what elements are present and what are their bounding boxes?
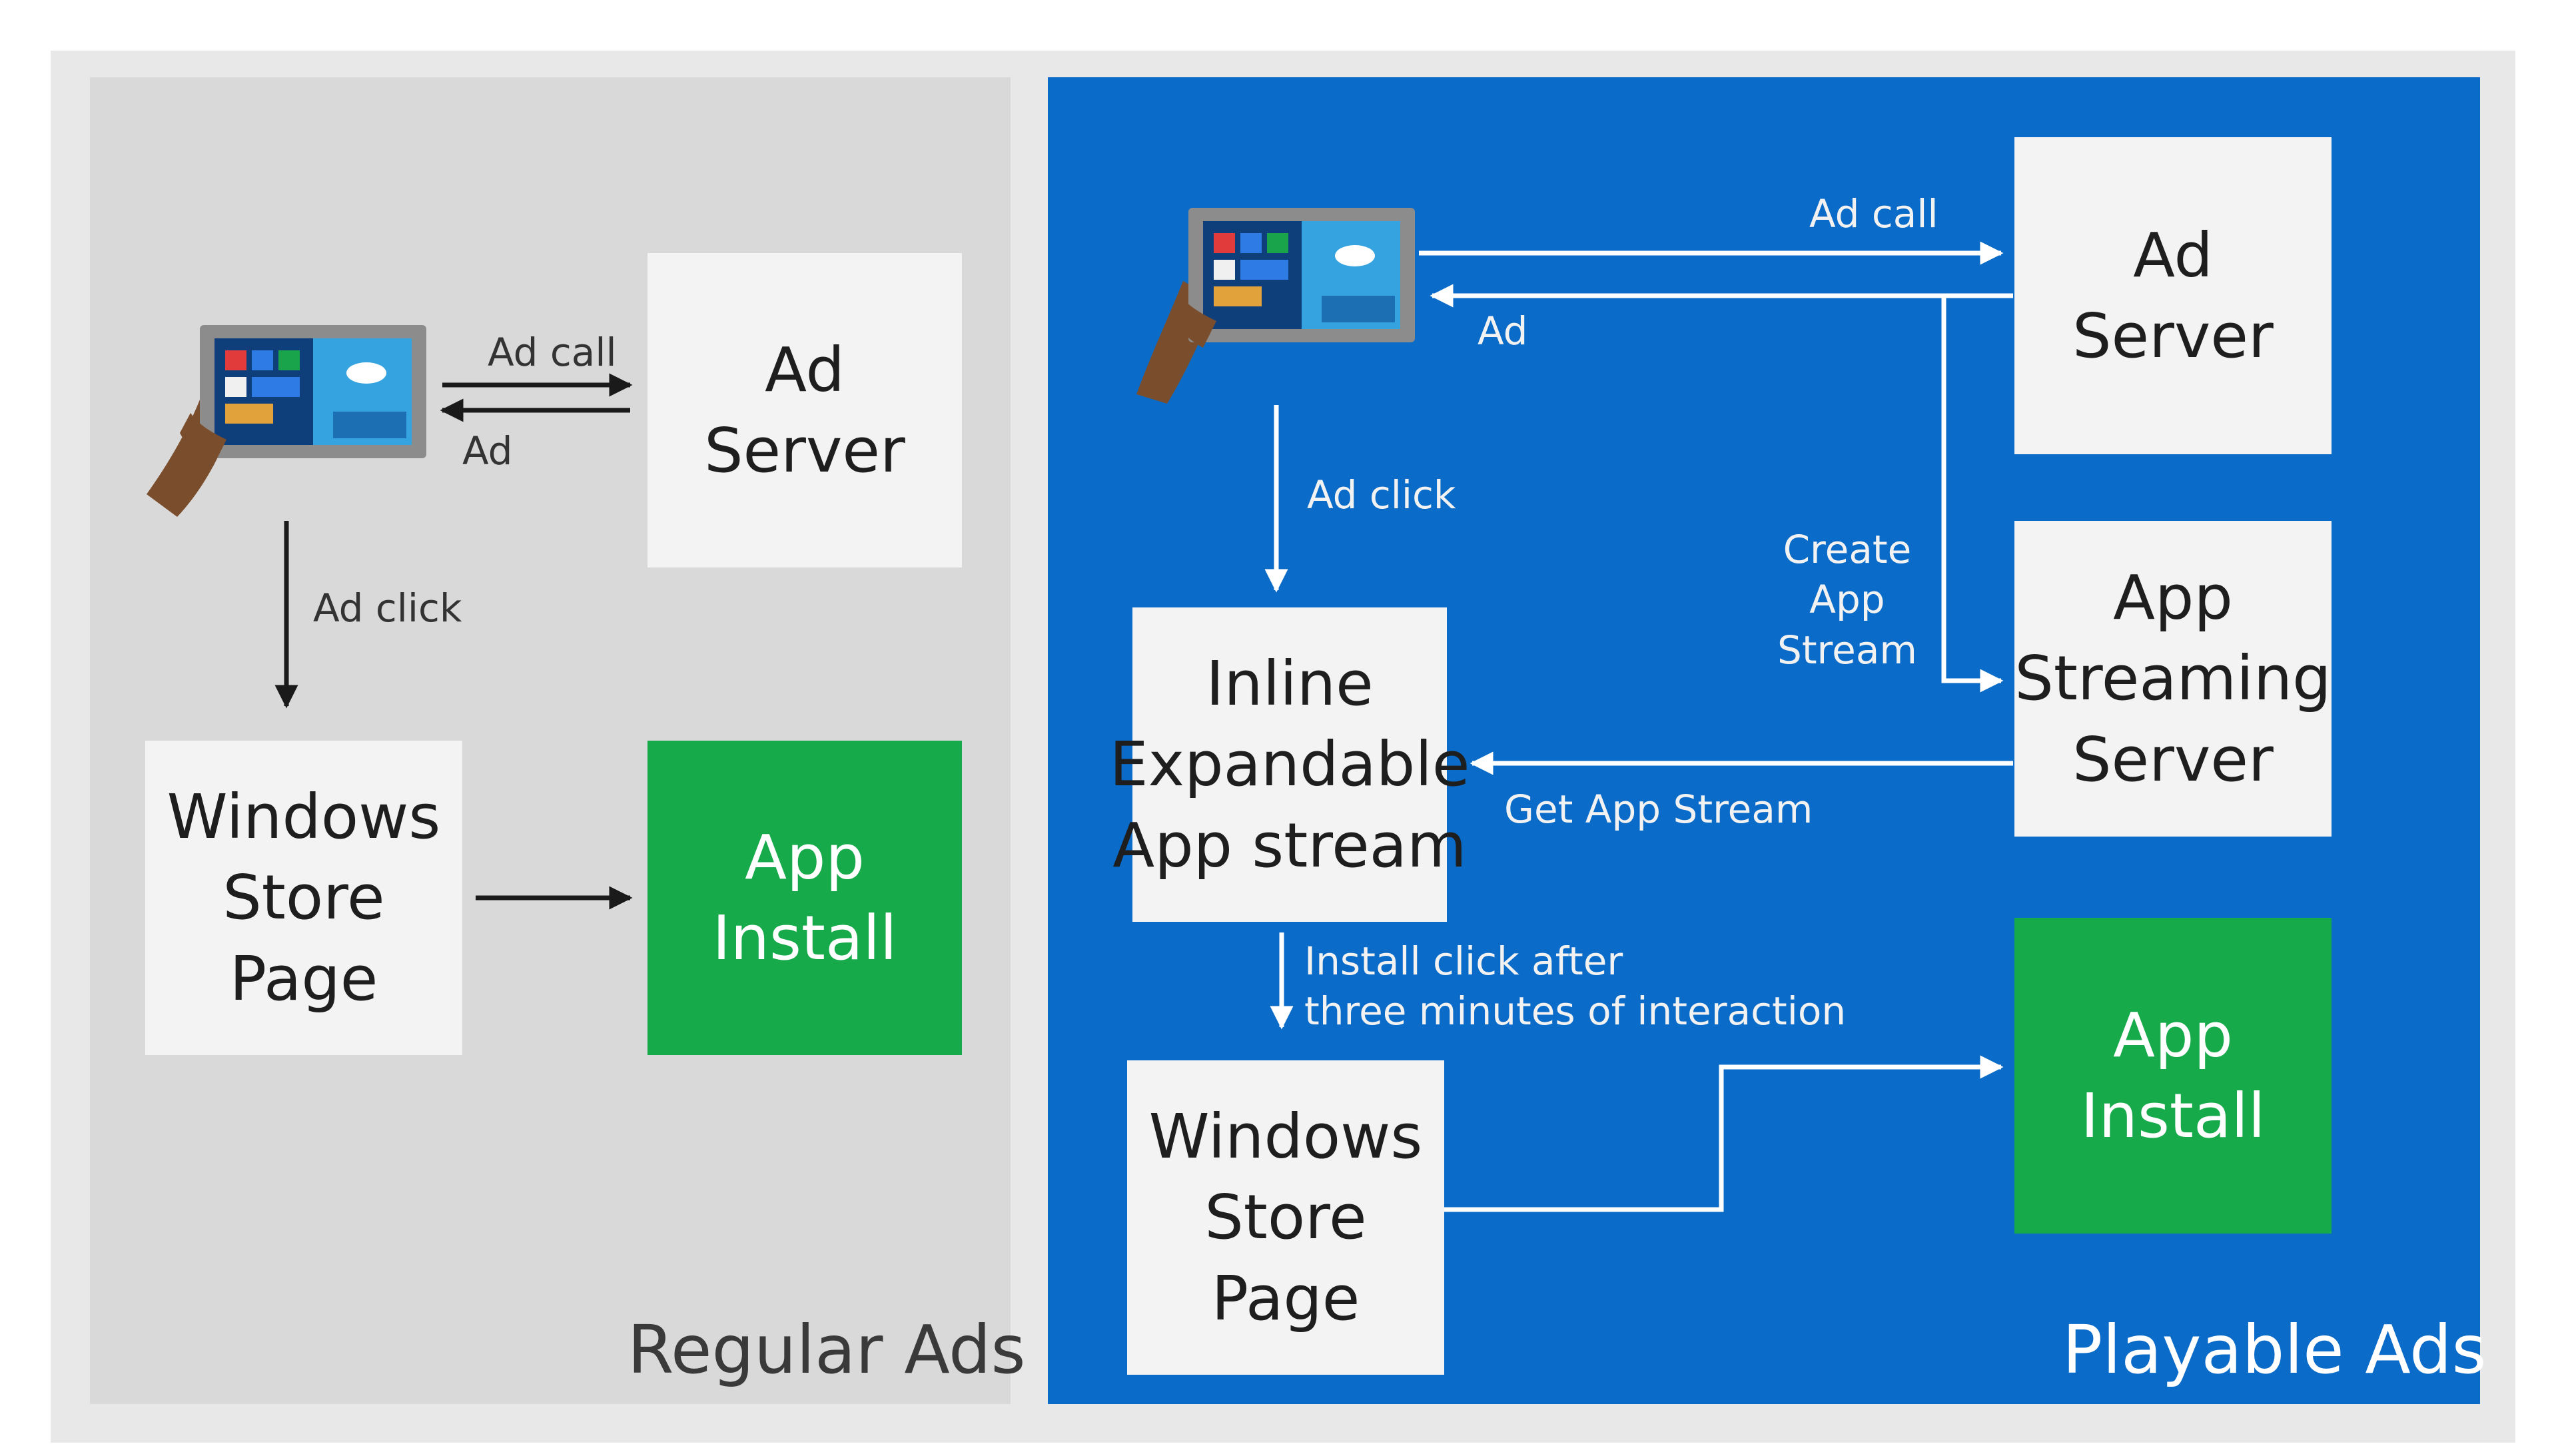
regular-ad-call-label: Ad call — [488, 330, 617, 375]
playable-ad-server-box: Ad Server — [2014, 137, 2332, 454]
regular-ad-label: Ad — [462, 428, 513, 474]
regular-store-page-box: Windows Store Page — [145, 741, 462, 1055]
playable-ad-label: Ad — [1478, 308, 1528, 354]
playable-ad-call-label: Ad call — [1809, 191, 1938, 236]
store-to-install-arrow — [1444, 1055, 2004, 1212]
tablet-in-hand-icon — [147, 325, 426, 517]
app-streaming-server-box: App Streaming Server — [2014, 521, 2332, 837]
playable-ads-title: Playable Ads — [2062, 1311, 2487, 1389]
playable-app-install-box: App Install — [2014, 918, 2332, 1234]
regular-ad-server-box: Ad Server — [647, 253, 962, 567]
get-app-stream-label: Get App Stream — [1504, 787, 1813, 832]
regular-ads-title: Regular Ads — [628, 1311, 1026, 1389]
install-click-label: Install click after three minutes of int… — [1304, 938, 1847, 1034]
playable-ad-click-label: Ad click — [1307, 472, 1456, 518]
create-app-stream-arrow — [1941, 296, 2004, 693]
create-app-stream-label: Create App Stream — [1777, 527, 1917, 673]
regular-ad-click-label: Ad click — [313, 585, 462, 631]
regular-app-install-box: App Install — [647, 741, 962, 1055]
inline-expandable-app-stream-box: Inline Expandable App stream — [1110, 607, 1470, 922]
tablet-in-hand-icon — [1136, 208, 1415, 404]
playable-store-page-box: Windows Store Page — [1127, 1060, 1444, 1375]
